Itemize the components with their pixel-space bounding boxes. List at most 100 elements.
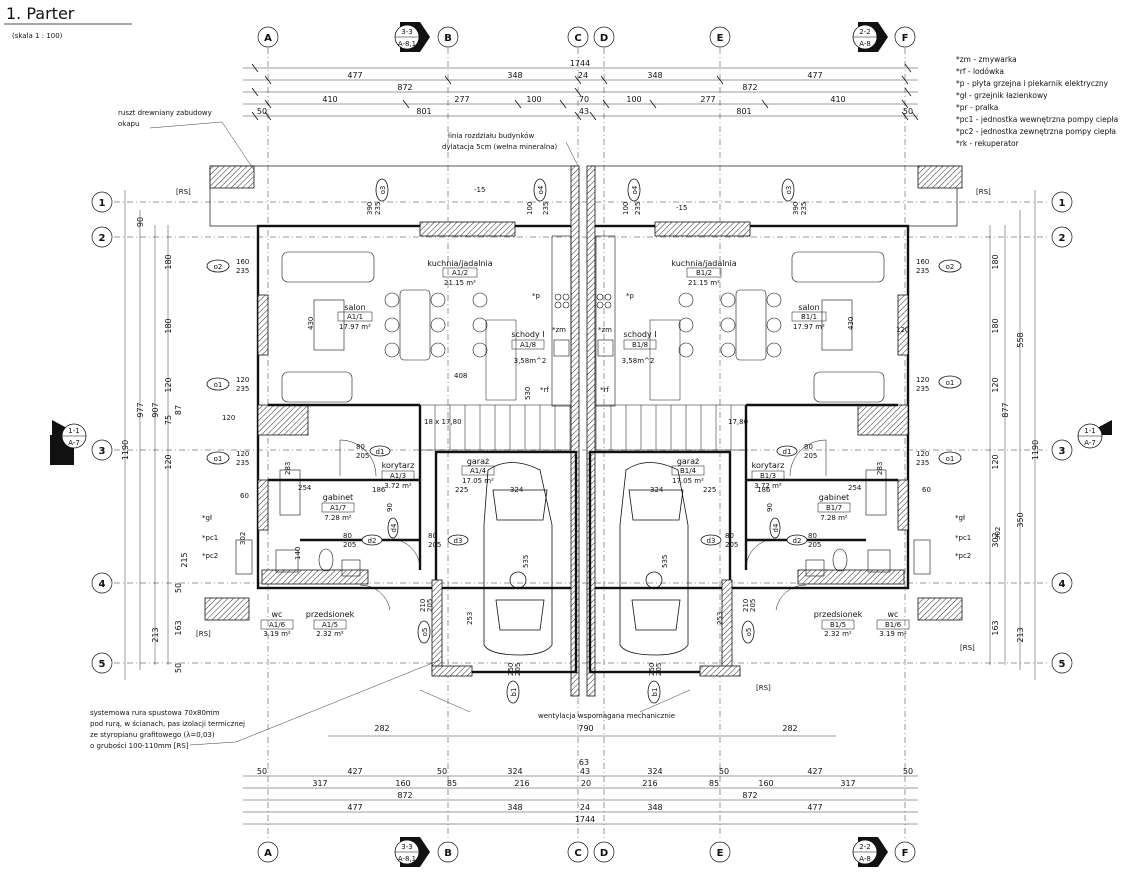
svg-text:[RS]: [RS] [756,684,771,692]
room-name: korytarz [752,461,785,470]
svg-text:235: 235 [236,459,249,467]
svg-text:d4: d4 [390,523,398,532]
svg-text:205: 205 [426,599,434,612]
svg-text:140: 140 [294,547,302,560]
svg-text:250: 250 [507,663,515,676]
svg-text:24: 24 [580,803,590,812]
svg-text:427: 427 [347,767,362,776]
svg-text:210: 210 [419,599,427,612]
svg-text:80: 80 [356,443,365,451]
svg-text:[RS]: [RS] [960,644,975,652]
svg-text:60: 60 [922,486,931,494]
svg-text:d1: d1 [376,448,385,456]
svg-text:163: 163 [991,620,1000,635]
svg-text:205: 205 [356,452,369,460]
svg-text:o2: o2 [946,263,955,271]
svg-text:877: 877 [1001,402,1010,417]
svg-text:3-3: 3-3 [401,843,412,851]
svg-text:50: 50 [903,767,913,776]
grid-label: A [264,848,272,859]
svg-text:A-7: A-7 [68,439,80,447]
room-area: 21.15 m² [688,279,720,287]
svg-text:1744: 1744 [575,815,595,824]
svg-text:205: 205 [725,541,738,549]
svg-text:o5: o5 [745,628,753,637]
opening-labels: o2 o2 o1 o1 o1 o1 o3 o3 o4 o4 d1 d1 d2 d… [214,185,955,696]
downpipe-note: pod rurą, w ścianach, pas izolacji termi… [90,720,245,728]
svg-text:*zm: *zm [552,326,566,334]
svg-text:348: 348 [647,803,662,812]
svg-text:2-2: 2-2 [859,28,870,36]
svg-text:3-3: 3-3 [401,28,412,36]
room-code: B1/3 [760,472,776,480]
room-area: 17.05 m² [462,477,494,485]
svg-text:277: 277 [454,95,469,104]
svg-text:1-1: 1-1 [68,427,79,435]
svg-text:120: 120 [916,376,929,384]
svg-text:186: 186 [372,486,386,494]
section-marker: 3-3 A-8,1 [394,837,430,867]
room-name: kuchnia/jadalnia [427,259,492,268]
dimension-chain-left: 1190 977 907 180 180 120 120 215 213 90 … [121,190,189,680]
svg-text:90: 90 [136,217,145,227]
grid-label: B [444,848,452,859]
svg-text:390: 390 [792,202,800,215]
svg-text:*gł: *gł [955,514,965,522]
grid-label: 1 [99,198,106,209]
svg-text:20: 20 [581,779,591,788]
svg-text:120: 120 [236,376,249,384]
svg-text:*p: *p [626,292,635,300]
svg-text:120: 120 [916,450,929,458]
svg-text:1190: 1190 [1031,440,1040,460]
svg-text:-15: -15 [474,186,485,194]
svg-text:210: 210 [742,599,750,612]
svg-text:A-8,1: A-8,1 [398,40,416,48]
svg-text:235: 235 [374,202,382,215]
room-code: A1/2 [452,269,468,277]
svg-text:253: 253 [716,612,724,625]
svg-text:205: 205 [808,541,821,549]
room-code: B1/2 [696,269,712,277]
svg-text:50: 50 [174,663,183,673]
svg-text:535: 535 [522,555,530,568]
svg-text:350: 350 [1016,512,1025,527]
svg-text:254: 254 [848,484,862,492]
svg-text:50: 50 [719,767,729,776]
downpipe-note: systemowa rura spustowa 70x80mm [90,709,220,717]
grid-bubbles-left: 1 2 3 4 5 [91,191,113,674]
svg-text:A-8: A-8 [859,40,871,48]
eaves-note: ruszt drewniany zabudowy [118,109,212,117]
svg-text:o2: o2 [214,263,223,271]
svg-text:75: 75 [164,415,173,425]
svg-text:d3: d3 [454,537,463,545]
svg-text:o1: o1 [946,379,955,387]
svg-text:348: 348 [507,803,522,812]
grid-label: C [574,848,581,859]
svg-text:213: 213 [151,627,160,642]
svg-text:*pc1: *pc1 [202,534,218,542]
door-swings [339,439,827,611]
svg-text:63: 63 [579,758,589,767]
svg-text:*p: *p [532,292,541,300]
svg-text:348: 348 [507,71,522,80]
downpipe-note: o grubości 100-110mm [RS] [90,742,189,750]
grid-label: D [600,848,608,859]
room-area: 17.05 m² [672,477,704,485]
svg-text:410: 410 [322,95,337,104]
svg-text:477: 477 [807,803,822,812]
svg-text:80: 80 [428,532,437,540]
room-area: 7.28 m² [324,514,352,522]
svg-text:235: 235 [916,267,929,275]
legend-item: *pr - pralka [956,103,998,112]
svg-text:235: 235 [634,202,642,215]
room-area: 3.19 m² [879,630,907,638]
svg-text:302: 302 [994,527,1002,540]
svg-text:[RS]: [RS] [976,188,991,196]
grid-label: 2 [99,233,106,244]
grid-label: 1 [1059,198,1066,209]
grid-label: 5 [99,659,106,670]
grid-label: F [902,33,909,44]
svg-text:205: 205 [343,541,356,549]
room-name: korytarz [382,461,415,470]
